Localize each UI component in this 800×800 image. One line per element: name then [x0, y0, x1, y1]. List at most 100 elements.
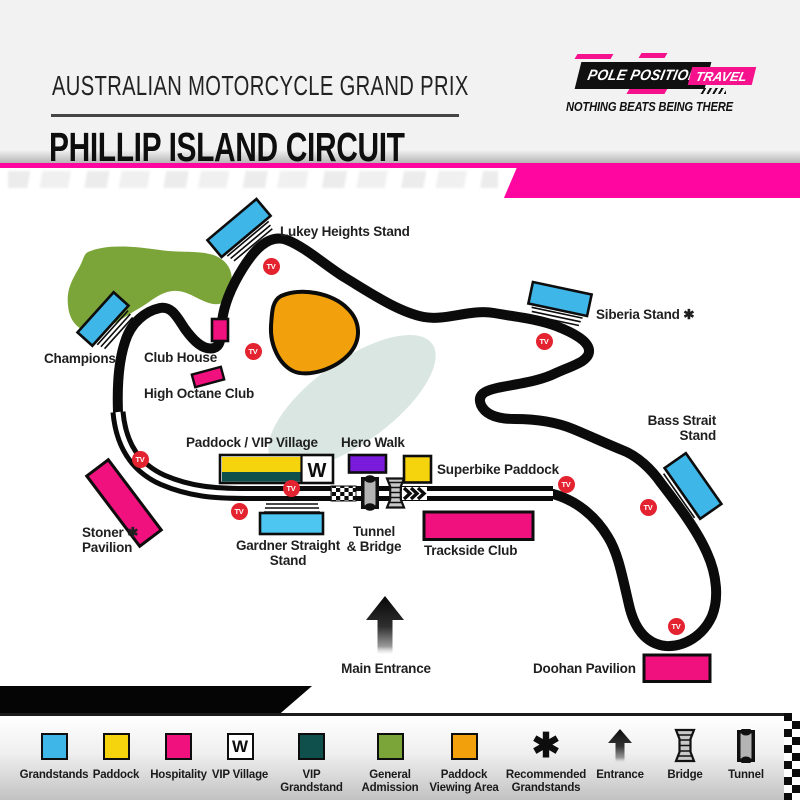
legend-swatch — [376, 732, 404, 760]
legend-item: Bridge — [639, 726, 731, 782]
checker-edge-icon — [784, 713, 800, 800]
trackside-club-shape — [422, 510, 535, 541]
label-stoner: Stoner ✱ Pavilion — [82, 525, 139, 556]
legend-item: ✱ Recommended Grandstands — [500, 726, 592, 795]
label-champions: Champions — [44, 351, 116, 366]
legend-item: W VIP Village — [194, 726, 286, 782]
legend-item: Hospitality — [133, 726, 225, 782]
bass-strait-stand-shape — [657, 451, 724, 522]
doohan-pavilion-shape — [642, 653, 712, 683]
legend-icon — [165, 726, 192, 766]
legend-swatch — [165, 732, 192, 760]
label-tunnel-bridge: Tunnel & Bridge — [346, 524, 402, 555]
paddock-viewing-area — [268, 289, 360, 376]
bridge-icon — [385, 477, 406, 509]
tv-camera-icon: TV — [535, 332, 553, 350]
legend-icon — [376, 726, 404, 766]
label-hero-walk: Hero Walk — [341, 435, 405, 450]
label-trackside: Trackside Club — [424, 543, 518, 558]
label-doohan: Doohan Pavilion — [533, 661, 636, 676]
legend-label: Recommended Grandstands — [505, 769, 587, 794]
legend-label: Paddock Viewing Area — [429, 769, 499, 794]
hero-walk-shape — [347, 453, 388, 474]
paddock-vip-village-shape: W — [218, 453, 335, 485]
gardner-straight-stand-shape — [258, 503, 325, 536]
tv-camera-icon: TV — [131, 450, 149, 468]
start-finish-checker — [330, 485, 357, 502]
tv-camera-icon: TV — [639, 498, 657, 516]
club-house-shape — [210, 317, 230, 343]
legend-item: Paddock — [70, 726, 162, 782]
legend-label: General Admission — [361, 769, 419, 794]
label-main-entrance: Main Entrance — [341, 661, 431, 676]
label-club-house: Club House — [144, 350, 218, 365]
direction-chevrons-icon — [402, 486, 427, 501]
legend-icon — [605, 726, 635, 766]
logo-zigzag-icon — [700, 88, 726, 94]
legend-icon — [450, 726, 478, 766]
legend-label: Entrance — [596, 769, 644, 781]
vip-village-swatch: W — [226, 732, 254, 760]
legend-swatch — [450, 732, 478, 760]
track-outline — [112, 233, 722, 652]
logo-tagline: NOTHING BEATS BEING THERE — [566, 99, 733, 114]
pink-stripe — [0, 163, 800, 168]
tv-camera-icon: TV — [230, 502, 248, 520]
legend-item: Paddock Viewing Area — [418, 726, 510, 795]
legend-icon — [298, 726, 325, 766]
tv-camera-icon: TV — [557, 475, 575, 493]
legend-icon — [102, 726, 130, 766]
main-entrance-arrow-icon — [366, 596, 404, 654]
legend-label: VIP Village — [211, 769, 269, 781]
legend-item: Tunnel — [700, 726, 792, 782]
tunnel-icon — [361, 475, 379, 511]
vip-village-logo: W — [308, 460, 327, 482]
label-superbike: Superbike Paddock — [437, 462, 559, 477]
legend-icon: W — [226, 726, 254, 766]
legend-label: Hospitality — [150, 769, 207, 781]
bottom-accent-band — [0, 686, 312, 713]
legend-icon: ✱ — [532, 726, 561, 766]
label-paddock-vip: Paddock / VIP Village — [186, 435, 318, 450]
recommended-asterisk-icon: ✱ — [531, 727, 561, 765]
tv-camera-icon: TV — [282, 479, 300, 497]
entrance-arrow-icon — [608, 729, 632, 763]
label-bass-strait: Bass Strait Stand — [647, 413, 717, 444]
high-octane-club-shape — [190, 365, 226, 389]
legend-label: Paddock — [92, 769, 140, 781]
main-straight-road-gap — [115, 411, 553, 496]
siberia-stand-shape — [526, 280, 594, 327]
legend-item: Grandstands — [8, 726, 100, 782]
legend-swatch — [102, 732, 130, 760]
label-siberia: Siberia Stand ✱ — [596, 307, 695, 322]
legend-label: Tunnel — [728, 769, 764, 781]
legend-label: Grandstands — [19, 769, 89, 781]
legend-icon — [40, 726, 68, 766]
legend-item: VIP Grandstand — [266, 726, 358, 795]
vip-village-logo: W — [231, 736, 249, 756]
page-title: PHILLIP ISLAND CIRCUIT — [49, 124, 405, 170]
tv-camera-icon: TV — [244, 342, 262, 360]
tv-camera-icon: TV — [262, 257, 280, 275]
title-divider — [51, 114, 459, 117]
bridge-legend-icon — [674, 728, 696, 763]
tv-camera-icon: TV — [667, 617, 685, 635]
legend-swatch — [298, 732, 325, 760]
lake-area — [268, 335, 436, 469]
header: AUSTRALIAN MOTORCYCLE GRAND PRIX PHILLIP… — [0, 0, 800, 170]
stoner-pavilion-shape — [84, 457, 164, 549]
legend-item: General Admission — [344, 726, 436, 795]
label-high-octane: High Octane Club — [144, 386, 255, 401]
label-lukey-heights: Lukey Heights Stand — [280, 224, 410, 239]
tunnel-legend-icon — [737, 729, 755, 763]
superbike-paddock-shape — [402, 454, 433, 484]
legend-item: Entrance — [574, 726, 666, 782]
label-gardner: Gardner Straight Stand — [235, 538, 341, 569]
event-title: AUSTRALIAN MOTORCYCLE GRAND PRIX — [52, 70, 469, 101]
legend-label: Bridge — [667, 769, 703, 781]
legend-icon — [736, 726, 756, 766]
legend-swatch — [40, 732, 68, 760]
